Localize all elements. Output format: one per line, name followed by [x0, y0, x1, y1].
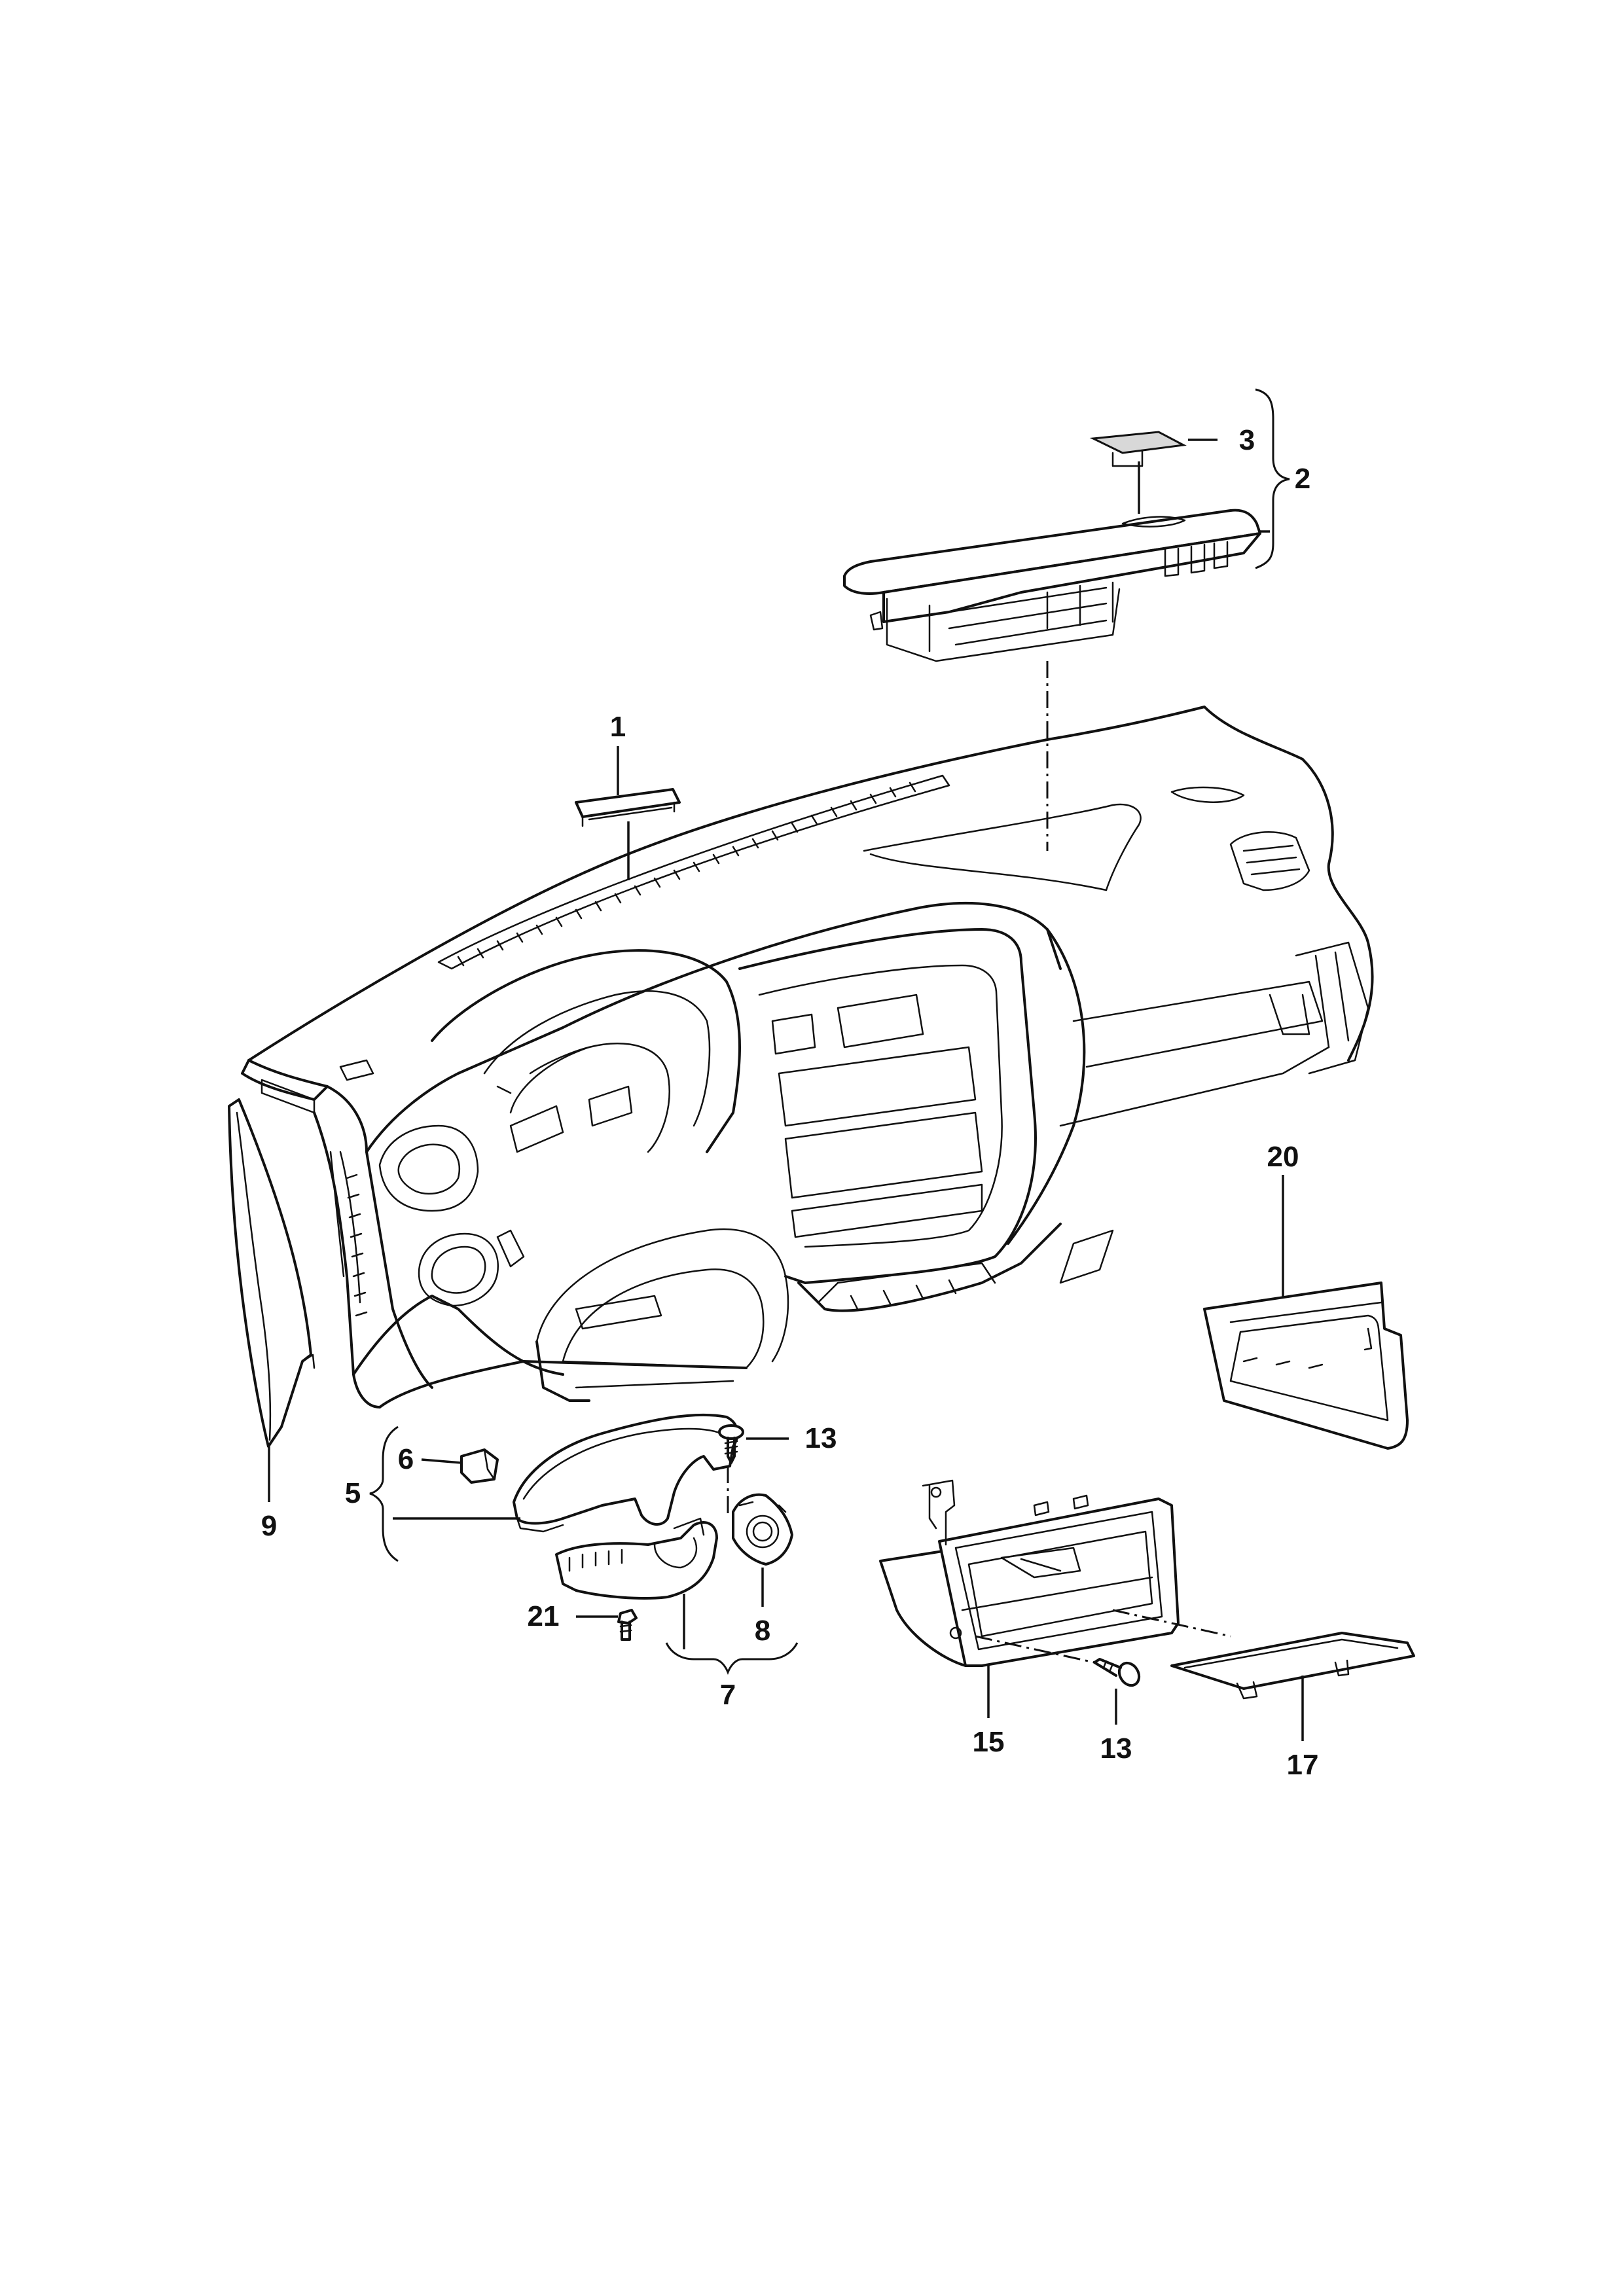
part-13-screw-lower [1093, 1658, 1141, 1687]
callout-1: 1 [610, 711, 626, 743]
callout-8: 8 [755, 1615, 770, 1647]
callout-15: 15 [973, 1726, 1005, 1758]
part-1-vent-cover [575, 788, 681, 827]
part-21-bolt [617, 1609, 638, 1641]
bracket-7 [665, 1642, 799, 1676]
bracket-2 [1255, 388, 1290, 569]
part-8-ignition-bezel [732, 1493, 793, 1566]
dashboard-body [241, 706, 1374, 1408]
leader-lines [268, 439, 1304, 1741]
callout-13-upper: 13 [805, 1422, 837, 1454]
callout-7: 7 [720, 1679, 736, 1711]
callout-2: 2 [1295, 463, 1310, 495]
callout-13-lower: 13 [1100, 1732, 1132, 1765]
part-7-lower-shroud [555, 1517, 718, 1600]
part-6-clip [460, 1448, 499, 1484]
part-17-tray [1170, 1632, 1415, 1700]
callout-labels: 1 2 3 5 6 7 8 9 13 13 15 17 20 21 [261, 424, 1319, 1781]
part-9-side-panel [228, 1098, 316, 1448]
callout-3: 3 [1239, 424, 1255, 456]
part-15-storage-compartment [879, 1479, 1180, 1667]
part-13-screw-upper [718, 1424, 744, 1464]
part-2-upper-panel [843, 509, 1261, 662]
callout-9: 9 [261, 1510, 277, 1542]
callout-5: 5 [345, 1477, 361, 1509]
part-5-upper-shroud [513, 1413, 739, 1533]
part-20-trim-frame [1203, 1282, 1409, 1450]
callout-6: 6 [398, 1443, 414, 1475]
bracket-5 [369, 1426, 399, 1562]
callout-17: 17 [1287, 1749, 1319, 1781]
part-3-small-cover [1089, 431, 1187, 467]
callout-20: 20 [1267, 1141, 1299, 1173]
callout-21: 21 [528, 1600, 560, 1632]
